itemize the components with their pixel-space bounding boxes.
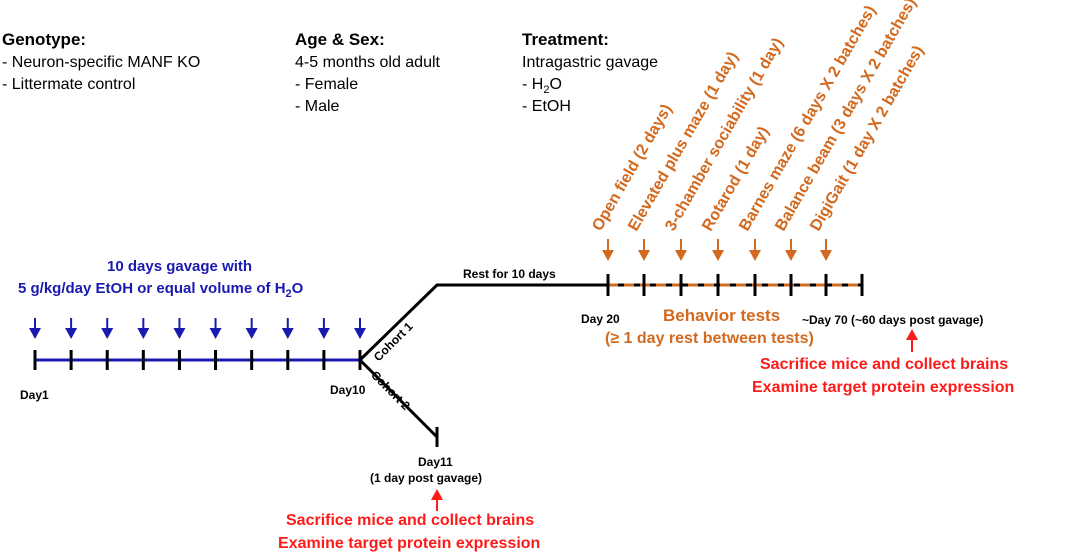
gavage-arrow bbox=[137, 318, 150, 339]
behavior-test-arrow bbox=[638, 239, 650, 261]
gavage-arrow bbox=[29, 318, 41, 339]
red-arrow-right bbox=[906, 329, 918, 352]
gavage-arrow bbox=[173, 318, 186, 339]
gavage-dose-end: O bbox=[291, 280, 304, 297]
water-h: - H bbox=[522, 76, 544, 93]
gavage-dose: 5 g/kg/day EtOH or equal volume of H2O bbox=[18, 280, 303, 301]
red-arrow-bottom bbox=[431, 489, 443, 511]
behavior-subtitle: (≥ 1 day rest between tests) bbox=[605, 330, 814, 347]
outcome-bottom-line2: Examine target protein expression bbox=[278, 535, 541, 552]
gavage-day-ticks bbox=[33, 350, 362, 370]
water-sub: 2 bbox=[543, 84, 550, 97]
outcome-right-line2: Examine target protein expression bbox=[752, 379, 1015, 396]
outcome-bottom-line1: Sacrifice mice and collect brains bbox=[286, 512, 535, 529]
behavior-test-arrow bbox=[820, 239, 832, 261]
behavior-test-arrow bbox=[675, 239, 687, 261]
age-sex-heading: Age & Sex: bbox=[295, 30, 385, 49]
genotype-heading: Genotype: bbox=[2, 30, 87, 49]
gavage-title: 10 days gavage with bbox=[107, 258, 253, 275]
water-o: O bbox=[549, 76, 562, 93]
outcome-right-line1: Sacrifice mice and collect brains bbox=[760, 356, 1009, 373]
gavage-arrow bbox=[317, 318, 330, 339]
gavage-dose-sub: 2 bbox=[285, 288, 292, 300]
treatment-item-water: - H2O bbox=[522, 75, 562, 97]
gavage-arrow bbox=[101, 318, 114, 339]
gavage-arrow bbox=[209, 318, 222, 339]
gavage-arrow bbox=[354, 318, 366, 339]
behavior-title: Behavior tests bbox=[663, 306, 781, 325]
day1-label: Day1 bbox=[20, 388, 49, 402]
treatment-heading: Treatment: bbox=[522, 30, 609, 49]
cohort2-branch bbox=[358, 358, 439, 439]
behavior-test-arrow bbox=[785, 239, 797, 261]
rest-label: Rest for 10 days bbox=[463, 267, 556, 281]
treatment-item-gavage: Intragastric gavage bbox=[522, 54, 659, 71]
age-sex-item-female: - Female bbox=[295, 76, 359, 93]
age-sex-item-age: 4-5 months old adult bbox=[295, 54, 440, 71]
day70-label: ~Day 70 (~60 days post gavage) bbox=[802, 313, 984, 327]
genotype-item-ko: - Neuron-specific MANF KO bbox=[2, 54, 201, 71]
day11-label: Day11 bbox=[418, 455, 453, 469]
gavage-arrow bbox=[281, 318, 294, 339]
behavior-test-ticks bbox=[606, 274, 828, 296]
gavage-arrows bbox=[29, 318, 366, 339]
age-sex-item-male: - Male bbox=[295, 98, 340, 115]
treatment-item-etoh: - EtOH bbox=[522, 98, 571, 115]
day11-note: (1 day post gavage) bbox=[370, 471, 483, 485]
genotype-item-control: - Littermate control bbox=[2, 76, 136, 93]
behavior-test-arrow bbox=[749, 239, 761, 261]
gavage-arrow bbox=[65, 318, 78, 339]
gavage-arrow bbox=[245, 318, 258, 339]
day10-label: Day10 bbox=[330, 383, 366, 397]
behavior-test-arrow bbox=[602, 239, 614, 261]
gavage-dose-text: 5 g/kg/day EtOH or equal volume of H bbox=[18, 280, 286, 297]
behavior-test-arrow bbox=[712, 239, 724, 261]
behavior-test-arrows bbox=[602, 239, 832, 261]
cohort1-branch bbox=[358, 283, 610, 362]
day20-label: Day 20 bbox=[581, 312, 620, 326]
